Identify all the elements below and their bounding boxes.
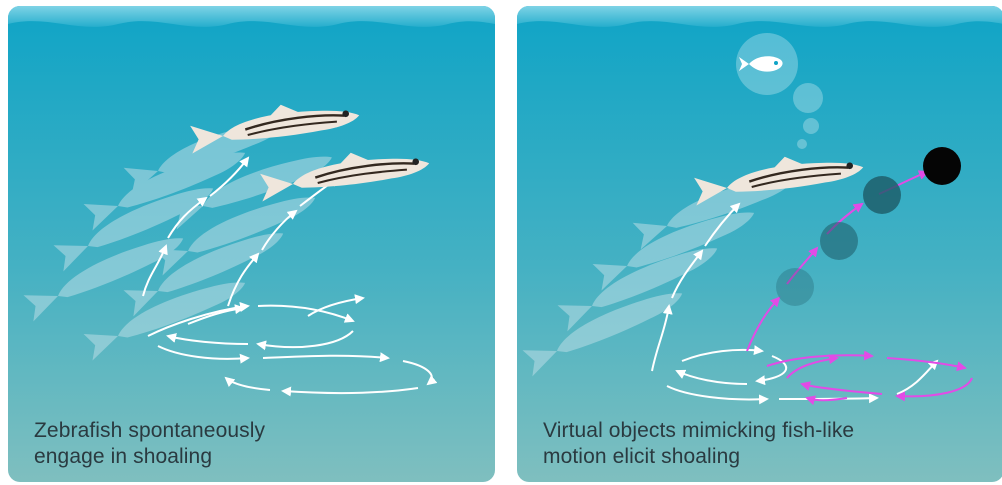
caption-line: engage in shoaling: [34, 444, 265, 470]
caption-line: Zebrafish spontaneously: [34, 418, 265, 444]
underwater-scene-real: [8, 6, 495, 482]
panel-real-shoaling: Zebrafish spontaneously engage in shoali…: [8, 6, 495, 482]
caption-real: Zebrafish spontaneously engage in shoali…: [34, 418, 265, 470]
caption-virtual: Virtual objects mimicking fish-like moti…: [543, 418, 854, 470]
panel-virtual-shoaling: Virtual objects mimicking fish-like moti…: [517, 6, 1002, 482]
underwater-scene-virtual: [517, 6, 1002, 482]
caption-line: Virtual objects mimicking fish-like: [543, 418, 854, 444]
caption-line: motion elicit shoaling: [543, 444, 854, 470]
